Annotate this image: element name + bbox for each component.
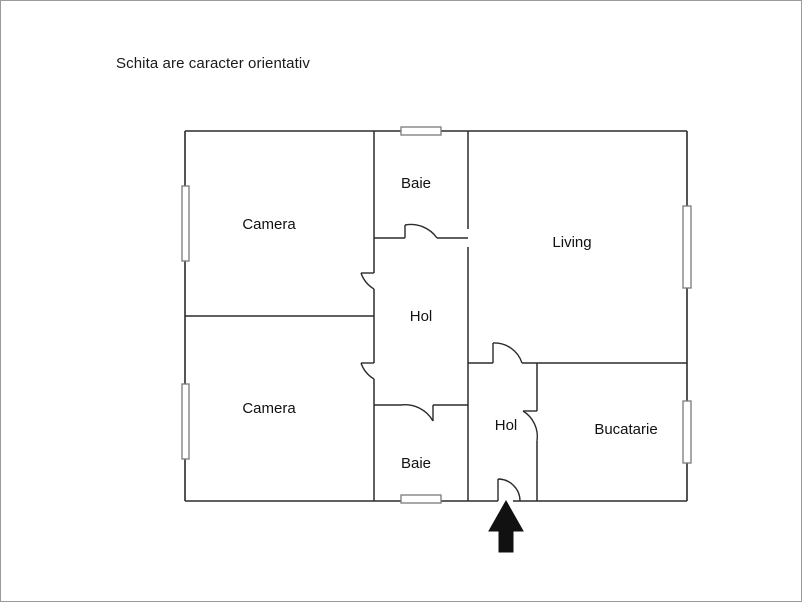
page-title: Schita are caracter orientativ [116, 55, 310, 72]
interior-walls [185, 131, 687, 501]
room-label-hol-upper: Hol [410, 308, 433, 325]
door-baie-bottom-arc [400, 404, 434, 422]
window-camera-top-left [181, 185, 190, 262]
room-label-baie-bottom: Baie [401, 455, 431, 472]
entry-arrow [488, 499, 524, 553]
room-labels: Camera Baie Living Hol Camera Baie Hol B… [242, 175, 657, 472]
door-camera-top-left-arc [360, 272, 375, 290]
window-bucatarie [682, 400, 692, 464]
room-label-hol-lower: Hol [495, 417, 518, 434]
room-label-bucatarie: Bucatarie [594, 421, 657, 438]
room-label-camera-top-left: Camera [242, 216, 296, 233]
window-baie-top [400, 126, 442, 136]
window-camera-bottom-left [181, 383, 190, 460]
room-label-baie-top: Baie [401, 175, 431, 192]
room-label-living: Living [552, 234, 591, 251]
door-living-arc [492, 342, 523, 364]
door-swings [360, 223, 539, 502]
door-entry-arc [497, 478, 521, 502]
door-bucatarie-arc [522, 410, 539, 442]
window-baie-bottom [400, 494, 442, 504]
room-label-camera-bottom-left: Camera [242, 400, 296, 417]
door-camera-bottom-left-arc [360, 362, 375, 380]
door-baie-top-arc [404, 223, 438, 239]
window-living [682, 205, 692, 289]
windows [181, 126, 692, 504]
entry-arrow-shape [488, 499, 524, 553]
